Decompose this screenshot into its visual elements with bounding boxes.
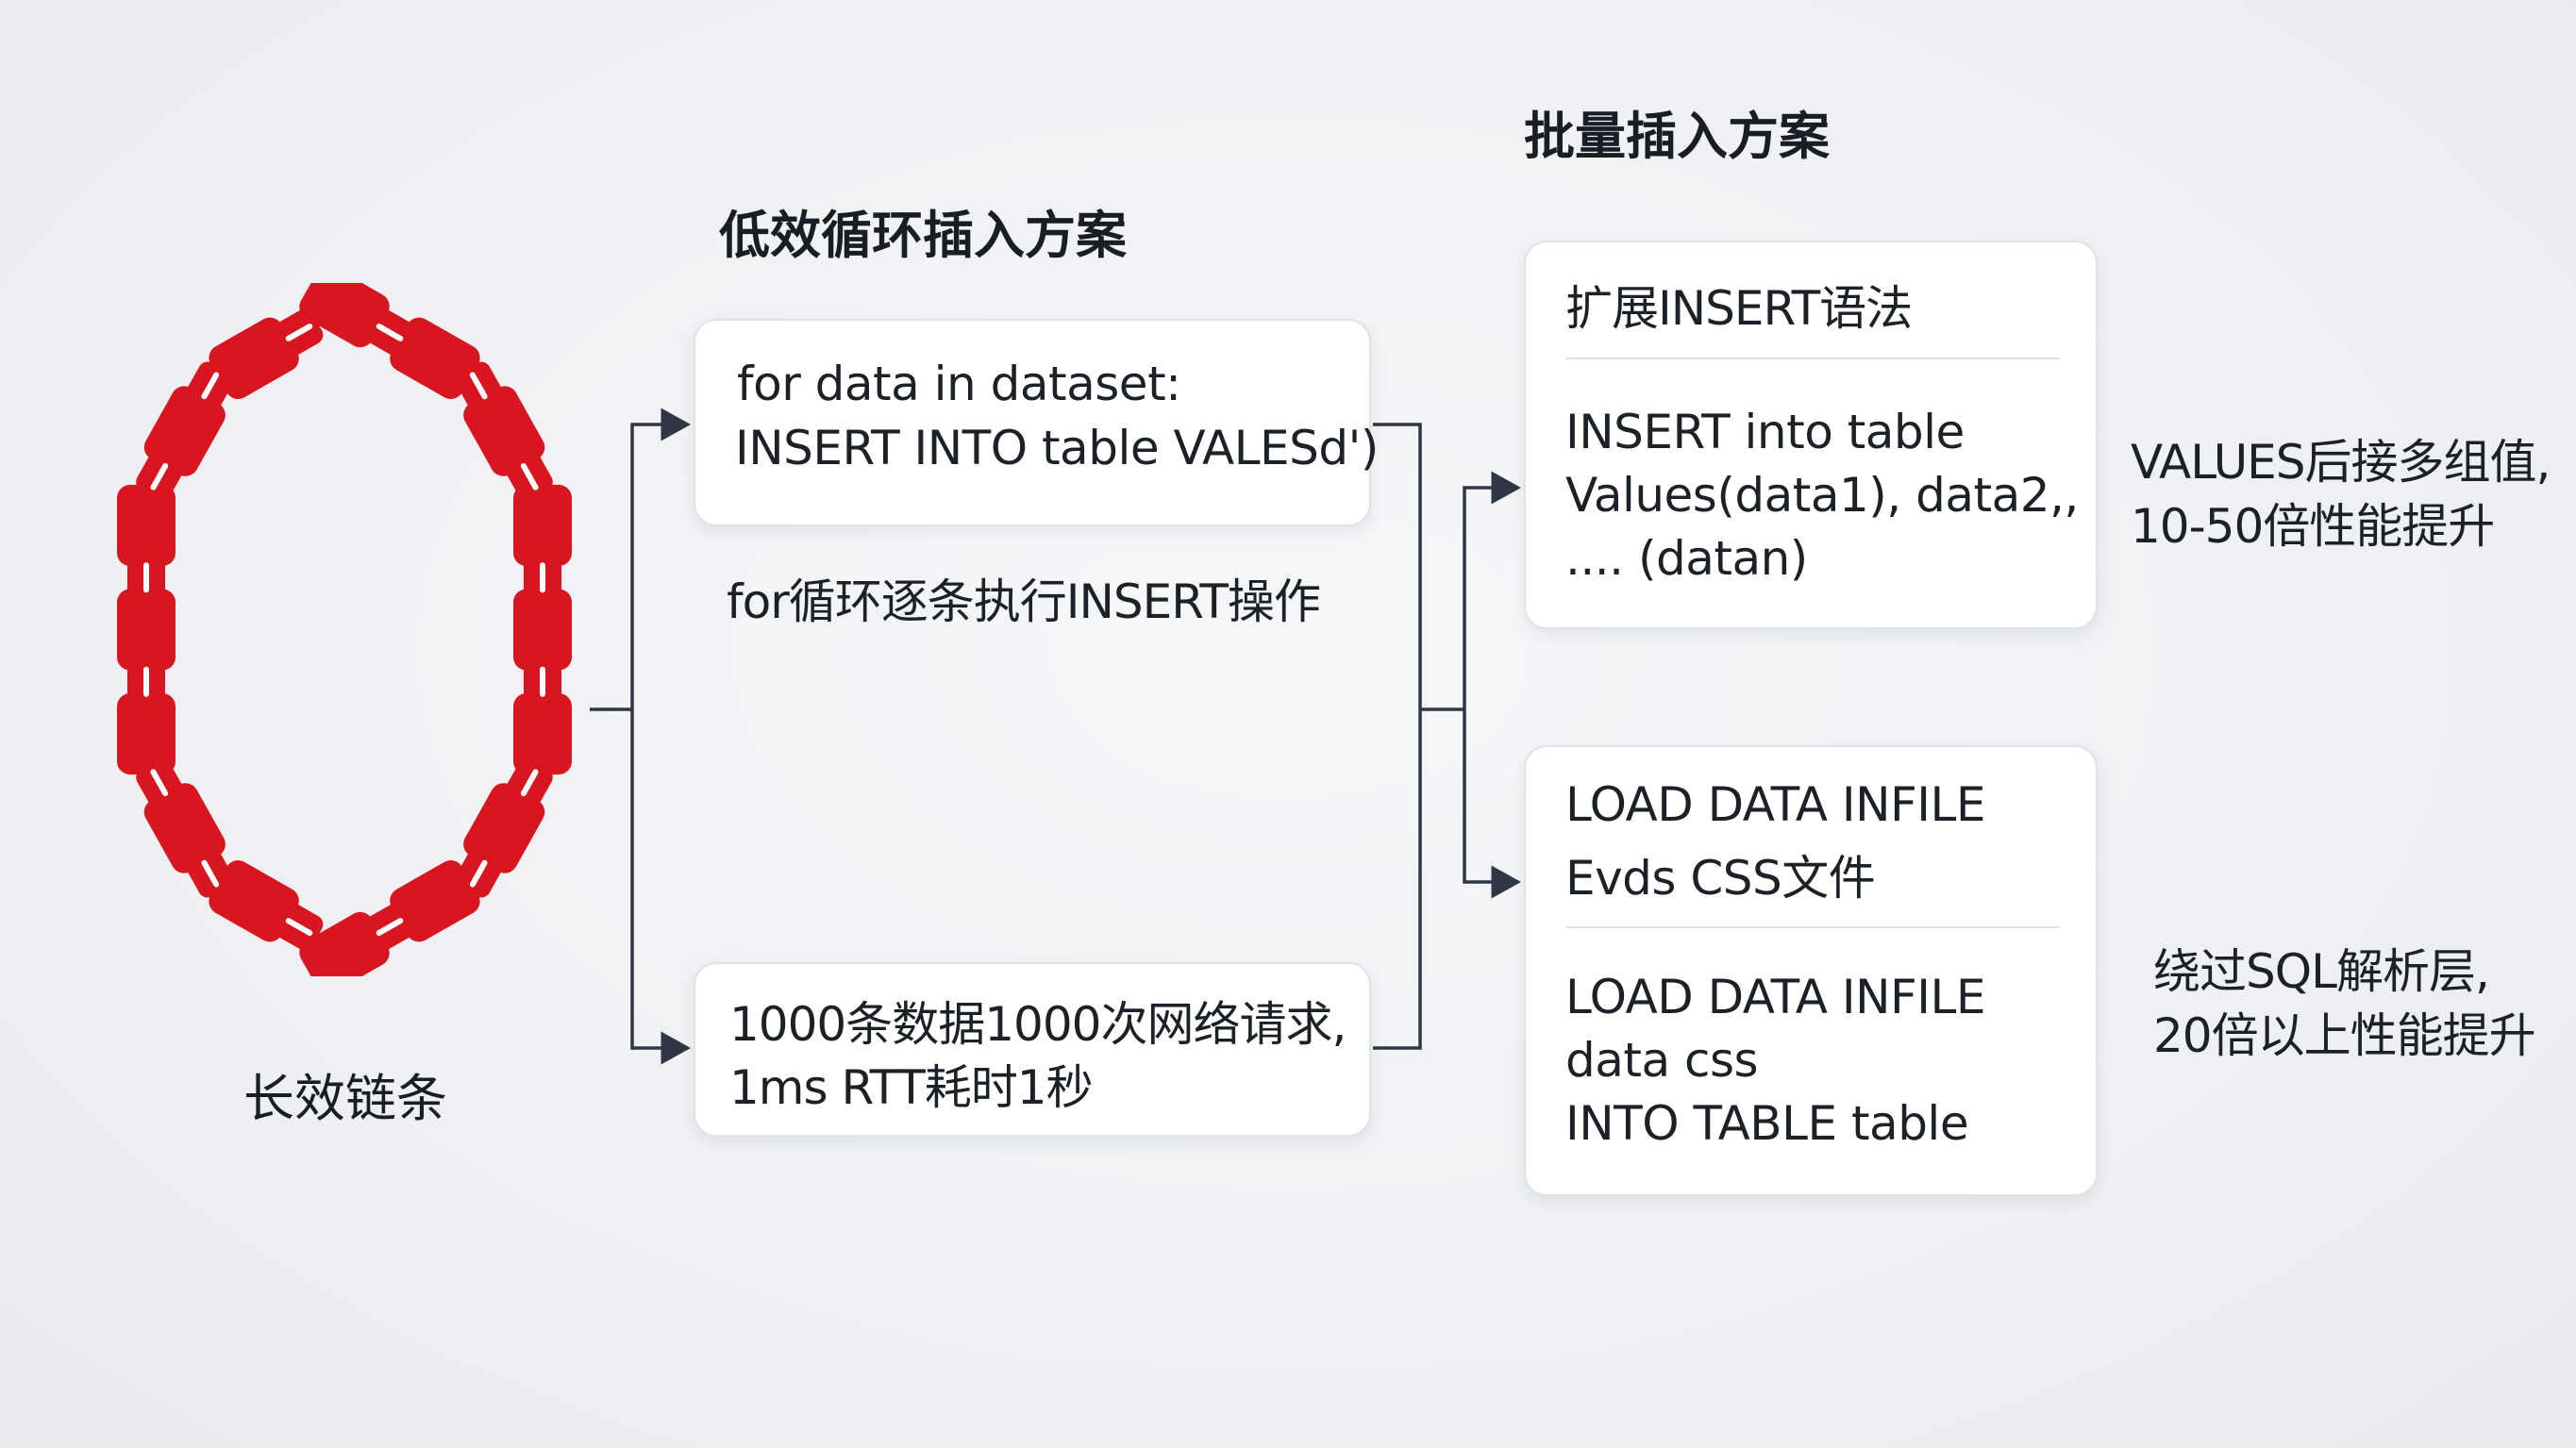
chain-link [463,783,545,874]
load-group1-line-1: LOAD DATA INFILE [1565,777,1985,832]
chain-joint [524,557,561,599]
chain-joint [187,849,234,898]
chain-joint [506,758,553,807]
chain-joint [365,903,414,951]
chain-joint [455,849,502,898]
cost-card: 1000条数据1000次网络请求, 1ms RTT耗时1秒 [694,962,1371,1137]
chain-link [143,386,226,476]
chain-joint [455,361,502,410]
chain-link [299,911,390,976]
chain-to-cost-connector [630,709,691,1065]
load-group2-line-1: LOAD DATA INFILE [1565,970,1985,1024]
chain-joint [187,361,234,410]
cost-line-1: 1000条数据1000次网络请求, [729,997,1347,1052]
chain-joint [275,903,324,951]
extended-note-line-2: 10-50倍性能提升 [2131,499,2495,554]
chain-to-inefficient-connector [590,408,691,711]
chain-link [117,484,176,567]
batch-load-connector [1463,709,1521,899]
chain-joint [524,660,561,703]
extended-line-1: INSERT into table [1565,405,1965,459]
extended-divider [1565,358,2060,359]
load-group2-line-3: INTO TABLE table [1565,1096,1969,1151]
chain-joint [506,452,553,501]
chain-link [513,484,572,567]
code-card-bracket [1373,423,1422,1050]
chain-joint [136,452,183,501]
extended-note-line-1: VALUES后接多组值, [2131,435,2551,490]
load-note-line-1: 绕过SQL解析层, [2153,944,2490,999]
chain-link [513,589,572,671]
batch-title: 批量插入方案 [1524,107,1830,166]
cost-line-2: 1ms RTT耗时1秒 [729,1060,1094,1115]
chain-link [117,589,176,671]
extended-line-3: .... (datan) [1565,531,1808,586]
loop-caption: for循环逐条执行INSERT操作 [727,574,1321,629]
extended-line-2: Values(data1), data2,, [1565,468,2079,523]
load-data-card: LOAD DATA INFILE Evds CSS文件 LOAD DATA IN… [1524,745,2098,1196]
chain-joint [127,660,165,703]
chain-link [299,283,390,348]
code-line-1: for data in dataset: [737,357,1181,411]
chain-link [513,692,572,775]
load-divider [1565,926,2060,928]
code-line-2: INSERT INTO table VALESd') [735,421,1379,475]
load-group1-line-2: Evds CSS文件 [1565,851,1876,906]
inefficient-title: 低效循环插入方案 [719,206,1127,265]
loop-code-card: for data in dataset: INSERT INTO table V… [694,319,1379,526]
chain-joint [127,557,165,599]
chain-joint [365,308,414,357]
extended-insert-card: 扩展INSERT语法 INSERT into table Values(data… [1524,241,2098,629]
chain-link [117,692,176,775]
chain-link [463,386,545,476]
chain-label: 长效链条 [243,1069,447,1128]
load-note-line-2: 20倍以上性能提升 [2153,1008,2536,1063]
chain-link [143,783,226,874]
load-group2-line-2: data css [1565,1033,1759,1088]
chain-joint [136,758,183,807]
chain-joint [275,308,324,357]
chain-icon [117,283,572,976]
extended-insert-heading: 扩展INSERT语法 [1565,281,1913,336]
batch-extended-connector [1463,471,1521,709]
